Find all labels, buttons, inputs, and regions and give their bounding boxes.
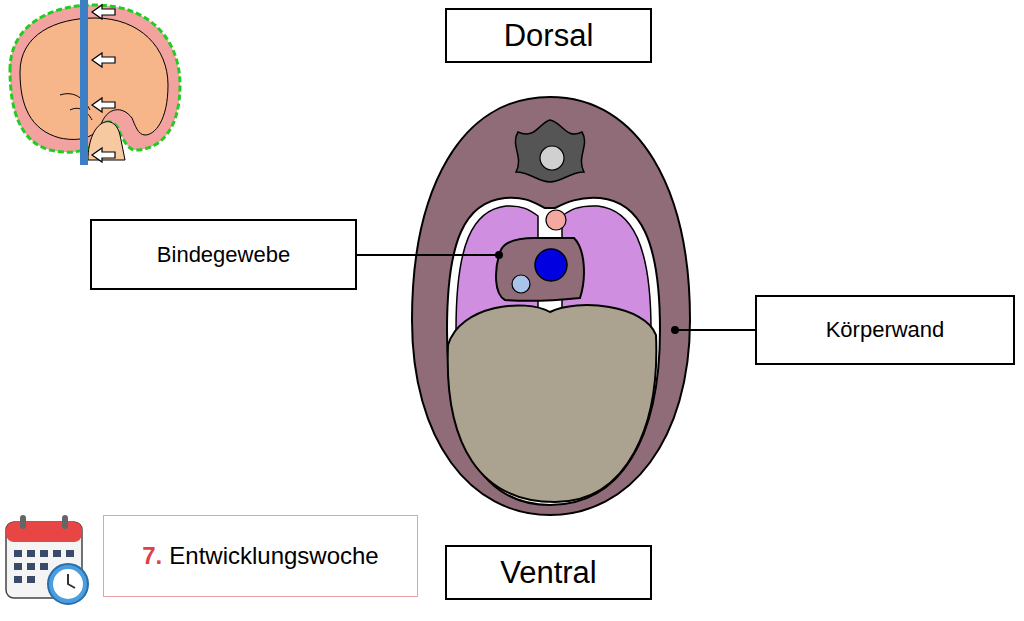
label-text: Dorsal — [504, 18, 594, 54]
orientation-label: Ventral — [445, 545, 652, 600]
orientation-label: Dorsal — [445, 8, 652, 63]
label-text: Ventral — [500, 555, 597, 591]
leader-line — [357, 252, 755, 333]
stage-box: 7.Entwicklungswoche — [103, 515, 418, 597]
callout-box: Körperwand — [755, 295, 1015, 365]
cross-section — [412, 97, 690, 515]
callout-box: Bindegewebe — [90, 219, 357, 290]
label-text: Bindegewebe — [157, 242, 290, 268]
label-text: Entwicklungswoche — [169, 542, 378, 570]
week-number: 7. — [142, 542, 162, 570]
inset-embryo — [10, 0, 180, 165]
calendar-icon — [6, 515, 88, 604]
label-text: Körperwand — [826, 317, 945, 343]
